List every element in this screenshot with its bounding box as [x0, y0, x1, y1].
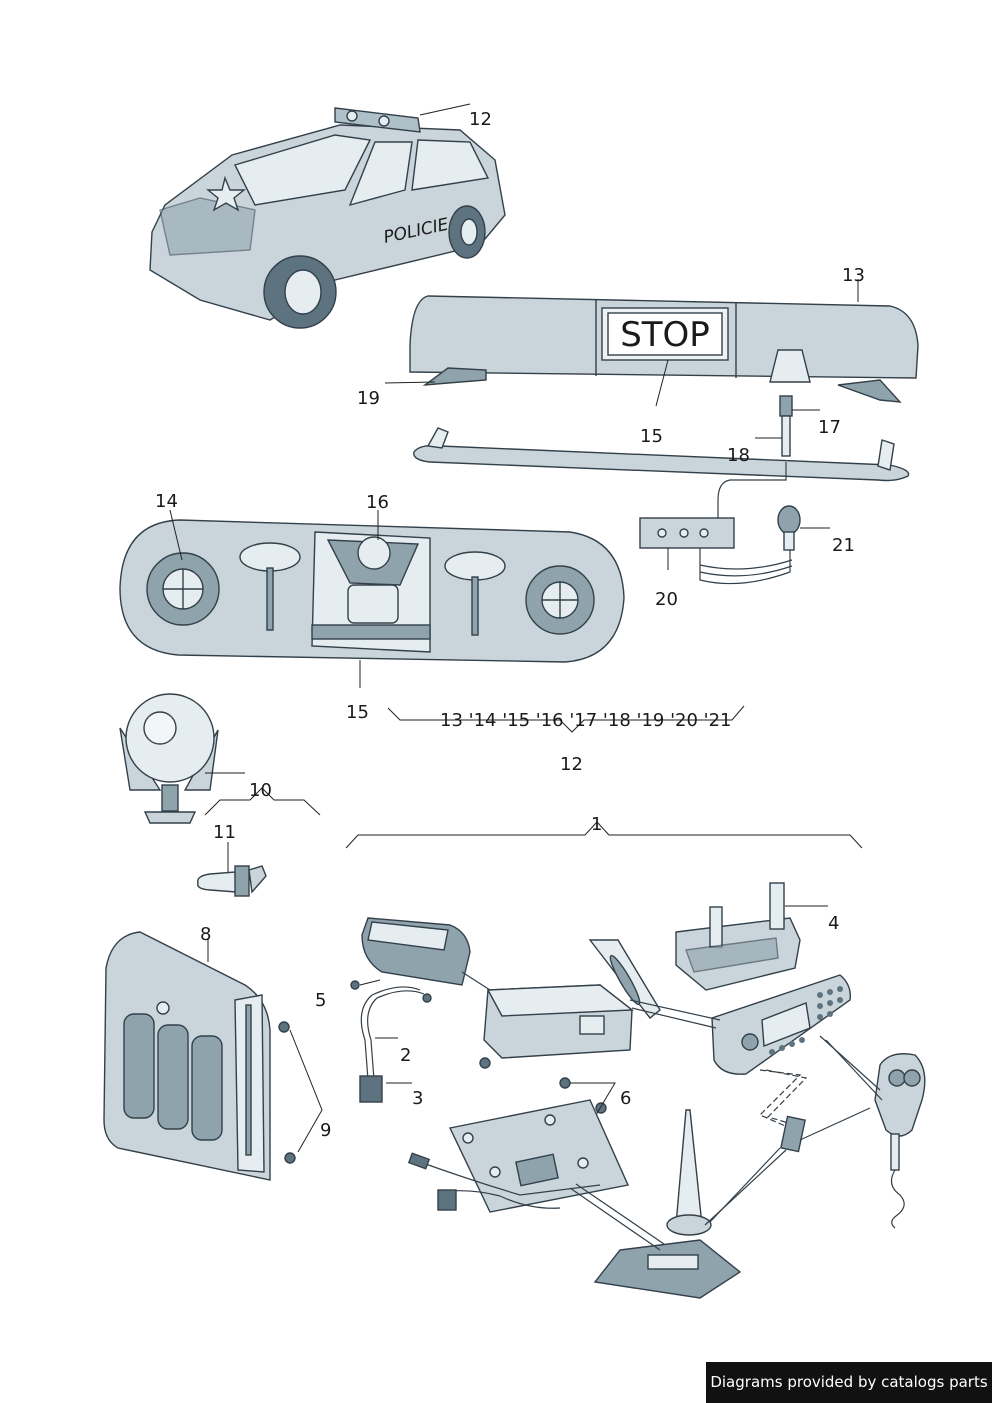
callout-18: 18: [727, 445, 750, 466]
callout-16: 16: [366, 492, 389, 513]
light-bar-interior-illustration: [119, 519, 625, 663]
mounting-rail-illustration: [413, 395, 910, 482]
callout-14: 14: [155, 491, 178, 512]
callout-17: 17: [818, 417, 841, 438]
antenna-illustration: [593, 1109, 742, 1299]
callout-4: 4: [828, 913, 839, 934]
callout-20: 20: [655, 589, 678, 610]
stop-sign-text: STOP: [620, 315, 710, 355]
transceiver-illustration: [483, 939, 661, 1059]
group-12-component-list: 13 '14 '15 '16 '17 '18 '19 '20 '21: [440, 710, 732, 731]
handheld-microphone-illustration: [874, 1053, 926, 1229]
callout-15-top: 15: [640, 426, 663, 447]
callout-21: 21: [832, 535, 855, 556]
callout-10: 10: [249, 780, 272, 801]
speaker-housing-illustration: [103, 931, 296, 1181]
connecting-wires: [461, 971, 883, 1251]
police-car-illustration: POLICIE: [149, 107, 506, 329]
control-head-illustration: [711, 974, 851, 1075]
radio-module-illustration: [350, 917, 471, 1103]
callout-8: 8: [200, 924, 211, 945]
callout-9: 9: [320, 1120, 331, 1141]
base-plate-illustration: [407, 1099, 629, 1213]
callout-13: 13: [842, 265, 865, 286]
callout-12-top: 12: [469, 109, 492, 130]
mounting-bracket-illustration: [675, 882, 801, 991]
callout-12-bottom: 12: [560, 754, 583, 775]
callout-15-bottom: 15: [346, 702, 369, 723]
callout-2: 2: [400, 1045, 411, 1066]
callout-19: 19: [357, 388, 380, 409]
searchlight-illustration: [119, 693, 245, 824]
callout-6: 6: [620, 1088, 631, 1109]
callout-11: 11: [213, 822, 236, 843]
credit-banner: Diagrams provided by catalogs parts: [706, 1362, 992, 1403]
control-box-illustration: [639, 462, 801, 585]
callout-5: 5: [315, 990, 326, 1011]
bulb-illustration: [197, 865, 267, 897]
light-bar-illustration: STOP: [409, 295, 919, 403]
callout-1: 1: [591, 814, 602, 835]
callout-3: 3: [412, 1088, 423, 1109]
